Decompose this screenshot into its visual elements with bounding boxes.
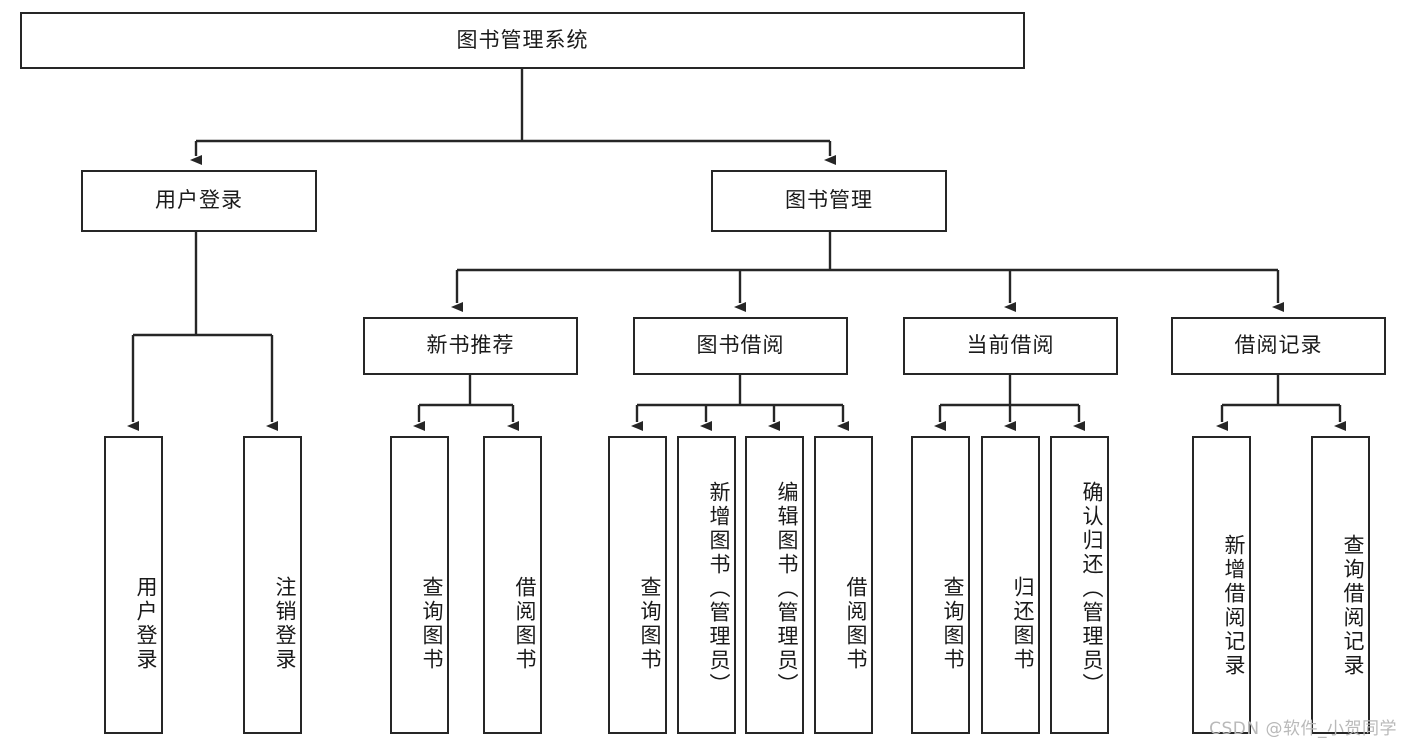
node-label: 查询图书 [638,576,662,672]
leaf-book-borrow-edit-book-admin[interactable]: 编辑图书（管理员） [745,436,804,734]
leaf-user-login-logout[interactable]: 注销登录 [243,436,302,734]
node-root-book-management-system[interactable]: 图书管理系统 [20,12,1025,69]
node-user-login[interactable]: 用户登录 [81,170,317,232]
node-label: 用户登录 [134,576,158,672]
node-label: 注销登录 [273,576,297,672]
node-label: 新增图书（管理员） [707,481,731,697]
leaf-book-borrow-query-book[interactable]: 查询图书 [608,436,667,734]
node-label: 新书推荐 [426,333,515,358]
node-label: 查询图书 [420,576,444,672]
node-label: 查询借阅记录 [1341,534,1365,678]
node-label: 图书借阅 [696,333,785,358]
node-label: 归还图书 [1011,576,1035,672]
node-label: 用户登录 [155,188,243,213]
leaf-book-borrow-borrow-book[interactable]: 借阅图书 [814,436,873,734]
leaf-user-login-login[interactable]: 用户登录 [104,436,163,734]
node-label: 借阅记录 [1234,333,1323,358]
node-new-book-recommend[interactable]: 新书推荐 [363,317,578,375]
node-label: 查询图书 [941,576,965,672]
node-label: 借阅图书 [844,576,868,672]
leaf-book-borrow-add-book-admin[interactable]: 新增图书（管理员） [677,436,736,734]
node-label: 编辑图书（管理员） [775,481,799,697]
leaf-new-book-borrow-book[interactable]: 借阅图书 [483,436,542,734]
leaf-current-borrow-return-book[interactable]: 归还图书 [981,436,1040,734]
node-label: 图书管理系统 [456,27,589,52]
leaf-current-borrow-query-book[interactable]: 查询图书 [911,436,970,734]
node-label: 借阅图书 [513,576,537,672]
csdn-watermark: CSDN @软件_小贺同学 [1209,719,1397,739]
node-label: 当前借阅 [966,333,1055,358]
leaf-current-borrow-confirm-return-admin[interactable]: 确认归还（管理员） [1050,436,1109,734]
node-book-management[interactable]: 图书管理 [711,170,947,232]
node-book-borrow[interactable]: 图书借阅 [633,317,848,375]
node-current-borrow[interactable]: 当前借阅 [903,317,1118,375]
node-label: 新增借阅记录 [1222,534,1246,678]
leaf-borrow-record-query-record[interactable]: 查询借阅记录 [1311,436,1370,734]
leaf-borrow-record-add-record[interactable]: 新增借阅记录 [1192,436,1251,734]
node-borrow-record[interactable]: 借阅记录 [1171,317,1386,375]
node-label: 图书管理 [785,188,873,213]
node-label: 确认归还（管理员） [1080,481,1104,697]
leaf-new-book-query-book[interactable]: 查询图书 [390,436,449,734]
